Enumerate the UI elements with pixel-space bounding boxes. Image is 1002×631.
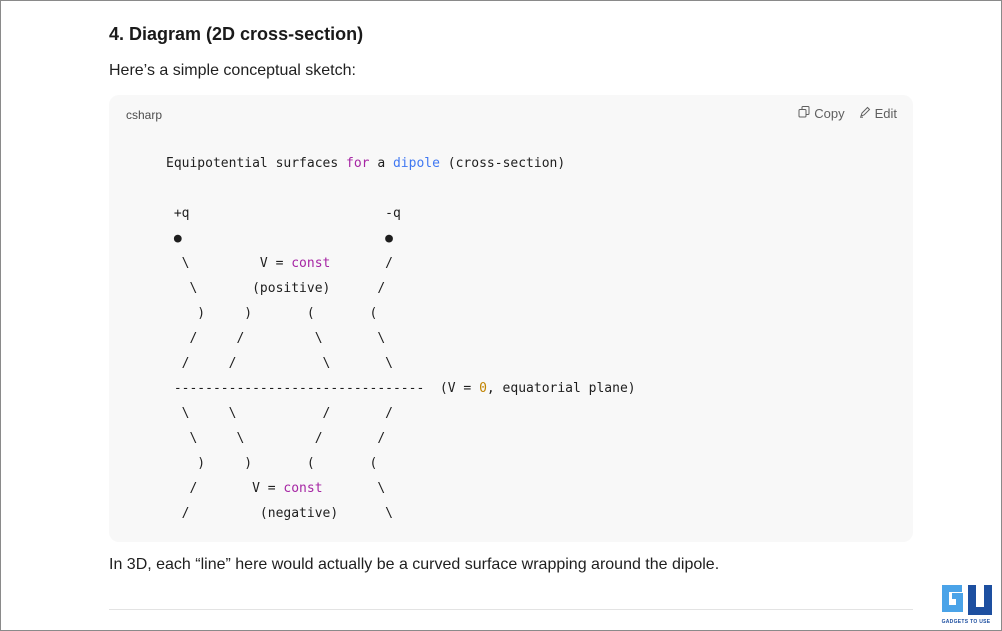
code-token: ) ) ( (	[166, 306, 378, 321]
code-token: \ \ / /	[166, 431, 386, 446]
code-line: ) ) ( (	[166, 451, 636, 476]
code-token: dipole	[392, 156, 440, 171]
code-line: \ V = const /	[166, 251, 636, 276]
code-line: \ \ / /	[166, 426, 636, 451]
code-token: const	[291, 256, 331, 271]
code-line: Equipotential surfaces for a dipole (cro…	[166, 151, 636, 176]
watermark-logo: GADGETS TO USE	[938, 581, 994, 627]
code-token: for	[346, 156, 370, 171]
footnote-text: In 3D, each “line” here would actually b…	[109, 556, 720, 573]
code-line: / / \ \	[166, 326, 636, 351]
code-line: ) ) ( (	[166, 301, 636, 326]
code-token: 0	[479, 381, 487, 396]
code-line: ● ●	[166, 226, 636, 251]
code-token: Equipotential surfaces	[166, 156, 347, 171]
code-token: \	[322, 481, 386, 496]
code-token: / V =	[166, 481, 284, 496]
copy-icon	[798, 106, 810, 121]
code-line: +q -q	[166, 201, 636, 226]
code-token: \ (positive) /	[166, 281, 386, 296]
code-token: / / \ \	[166, 356, 393, 371]
code-line: \ \ / /	[166, 401, 636, 426]
copy-label: Copy	[814, 106, 845, 121]
code-line: \ (positive) /	[166, 276, 636, 301]
section-heading: 4. Diagram (2D cross-section)	[109, 24, 364, 44]
watermark-text: GADGETS TO USE	[941, 619, 991, 625]
code-token: / / \ \	[166, 331, 386, 346]
code-line: / / \ \	[166, 351, 636, 376]
edit-button[interactable]: Edit	[859, 106, 897, 121]
code-token: \ V =	[166, 256, 292, 271]
code-token: / (negative) \	[166, 506, 393, 521]
code-token: , equatorial plane)	[486, 381, 636, 396]
code-language-label: csharp	[126, 108, 163, 122]
code-line: / (negative) \	[166, 501, 636, 526]
code-line: -------------------------------- (V = 0,…	[166, 376, 636, 401]
code-token: ) ) ( (	[166, 456, 378, 471]
code-token: /	[330, 256, 393, 271]
copy-button[interactable]: Copy	[798, 106, 845, 121]
edit-icon	[859, 106, 871, 121]
code-token: (cross-section)	[439, 156, 566, 171]
edit-label: Edit	[874, 106, 897, 121]
code-token: +q -q	[166, 206, 401, 221]
intro-text: Here’s a simple conceptual sketch:	[109, 62, 356, 79]
code-token: -------------------------------- (V =	[166, 381, 480, 396]
code-token: const	[283, 481, 323, 496]
code-token: a	[369, 156, 393, 171]
code-token: \ \ / /	[166, 406, 393, 421]
divider	[109, 609, 913, 610]
code-block: csharp Copy Edit Equipotential surfaces …	[109, 95, 913, 542]
code-token: ● ●	[166, 231, 393, 246]
code-actions: Copy Edit	[798, 106, 897, 121]
code-content: Equipotential surfaces for a dipole (cro…	[166, 151, 636, 526]
code-line: / V = const \	[166, 476, 636, 501]
code-line	[166, 176, 636, 201]
